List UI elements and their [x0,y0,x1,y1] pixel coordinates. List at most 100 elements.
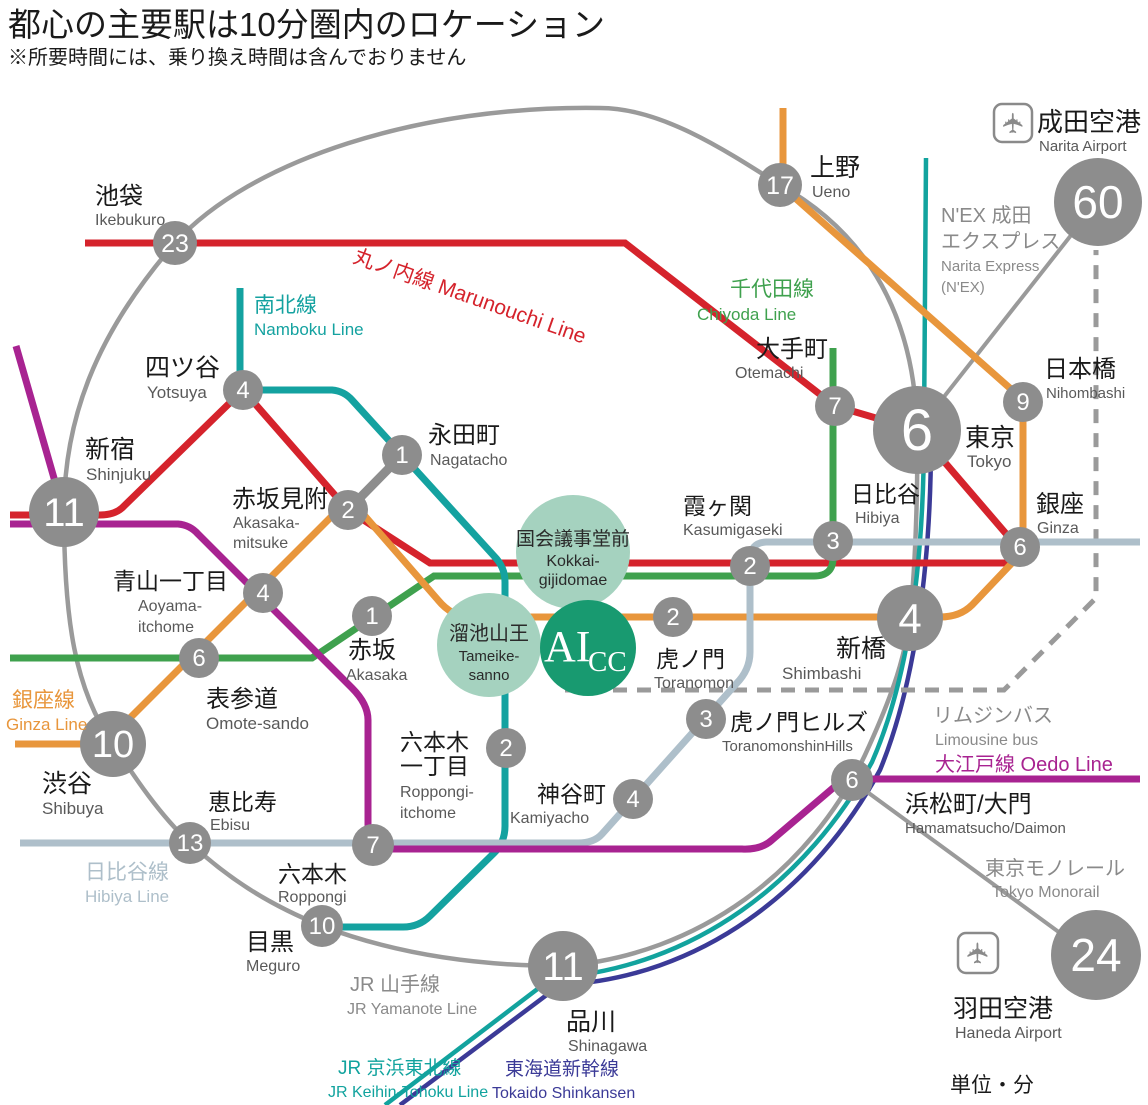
label-roppongiitchome-en2: itchome [400,805,456,822]
label-nihombashi-en: Nihombashi [1046,385,1125,402]
badge-yotsuya: 4 [223,370,263,410]
svg-text:23: 23 [161,230,189,258]
svg-text:6: 6 [901,398,933,463]
badge-shinjuku: 11 [29,477,99,547]
label-shimbashi-en: Shimbashi [782,664,861,683]
hibiya-line-label-ja: 日比谷線 [85,861,169,884]
limousine-bus-path [565,250,1099,693]
svg-text:24: 24 [1070,929,1121,981]
label-aoyama-ja: 青山一丁目 [113,568,228,594]
label-akasaka-ja: 赤坂 [348,637,396,664]
svg-text:2: 2 [341,497,354,524]
label-hamamatsucho-ja: 浜松町/大門 [905,791,1032,818]
keihin-tohoku-line-path [383,157,929,1105]
badge-omotesando: 6 [179,638,219,678]
keihin-line-label-ja: JR 京浜東北線 [338,1057,462,1079]
badge-meguro: 10 [301,905,343,947]
label-shinjuku-ja: 新宿 [85,436,135,464]
badge-narita: 60 [1054,158,1142,246]
nex-label-l2: エクスプレス [941,230,1060,253]
svg-text:9: 9 [1016,389,1029,416]
label-shibuya-en: Shibuya [42,799,104,818]
label-roppongiitchome-ja2: 一丁目 [400,753,469,779]
svg-text:✈: ✈ [998,111,1029,134]
svg-text:✈: ✈ [963,941,995,965]
label-ebisu-en: Ebisu [210,817,250,834]
label-ueno-ja: 上野 [810,154,860,182]
hibiya-line-path [20,538,1140,847]
chiyoda-line-label-en: Chiyoda Line [697,305,796,324]
aicc-logo-top: AI [544,622,590,671]
label-nagatacho-ja: 永田町 [428,422,500,449]
station-labels: 池袋 Ikebukuro 上野 Ueno 四ツ谷 Yotsuya 新宿 Shin… [42,154,1125,1055]
label-hibiya-en: Hibiya [855,510,900,527]
unit-note: 単位・分 [950,1074,1034,1097]
svg-text:10: 10 [309,913,336,940]
label-tokyo-en: Tokyo [967,452,1011,471]
haneda-label-en: Haneda Airport [955,1025,1062,1042]
label-meguro-ja: 目黒 [246,929,294,956]
monorail-line-label-ja: 東京モノレール [985,857,1125,880]
svg-text:2: 2 [666,604,679,631]
badge-kasumigaseki: 2 [730,546,770,586]
svg-text:17: 17 [766,172,794,200]
kokkai-ja: 国会議事堂前 [516,528,630,550]
label-shibuya-ja: 渋谷 [42,770,92,798]
narita-airport: ✈ 成田空港 Narita Airport [992,102,1141,155]
svg-text:3: 3 [826,528,839,555]
badge-hamamatsucho: 6 [831,759,873,801]
aicc-logo-bottom: CC [588,646,627,678]
badge-shinagawa: 11 [528,931,598,1001]
badge-shibuya: 10 [80,711,146,777]
label-aoyama-en2: itchome [138,619,194,636]
namboku-line-label-en: Namboku Line [254,320,364,339]
svg-text:1: 1 [395,442,408,469]
label-ginza-ja: 銀座 [1036,491,1084,518]
label-yotsuya-en: Yotsuya [147,383,207,402]
svg-text:11: 11 [542,945,584,989]
label-otemachi-en: Otemachi [735,365,803,382]
kokkai-en2: gijidomae [539,572,608,589]
tameike-ja: 溜池山王 [449,622,529,645]
label-ueno-en: Ueno [812,184,850,201]
kokkai-circle [516,495,630,609]
label-toranomon-ja: 虎ノ門 [656,646,725,672]
label-roppongiitchome-ja1: 六本木 [400,729,469,755]
label-nagatacho-en: Nagatacho [430,452,507,469]
ginza-line-label-en: Ginza Line [6,715,87,734]
label-hamamatsucho-en: Hamamatsucho/Daimon [905,820,1066,837]
label-hibiya-ja: 日比谷 [851,481,920,507]
label-tokyo-ja: 東京 [965,424,1015,452]
badge-akasaka: 1 [352,596,392,636]
tameike-en1: Tameike- [459,648,520,665]
monorail-line-label-en: Tokyo Monorail [992,884,1100,901]
haneda-label-ja: 羽田空港 [953,995,1053,1023]
svg-text:7: 7 [828,393,841,420]
yamanote-line-label-ja: JR 山手線 [350,973,440,996]
badge-ikebukuro: 23 [153,221,197,265]
kokkai-en1: Kokkai- [546,553,599,570]
label-nihombashi-ja: 日本橋 [1044,356,1116,383]
svg-text:1: 1 [365,603,378,630]
page-subtitle: ※所要時間には、乗り換え時間は含んでおりません [8,46,466,69]
svg-text:4: 4 [626,786,639,813]
badge-aoyama: 4 [243,573,283,613]
badge-roppongiitchome: 2 [486,728,526,768]
svg-text:7: 7 [366,832,379,859]
page-title: 都心の主要駅は10分圏内のロケーション [8,6,605,43]
svg-text:4: 4 [898,595,921,642]
label-akasakamitsuke-en1: Akasaka- [233,515,300,532]
svg-text:10: 10 [92,724,134,766]
svg-text:2: 2 [499,735,512,762]
label-otemachi-ja: 大手町 [756,336,828,363]
label-kasumigaseki-en: Kasumigaseki [683,522,783,539]
ginza-line-label-ja: 銀座線 [12,689,75,712]
label-shinjuku-en: Shinjuku [86,465,151,484]
label-kamiyacho-en: Kamiyacho [510,810,589,827]
svg-text:4: 4 [236,377,249,404]
namboku-line-label-ja: 南北線 [254,294,317,317]
label-roppongiitchome-en1: Roppongi- [400,784,474,801]
airplane-icon [956,931,1000,975]
limousine-label-en: Limousine bus [935,732,1038,749]
